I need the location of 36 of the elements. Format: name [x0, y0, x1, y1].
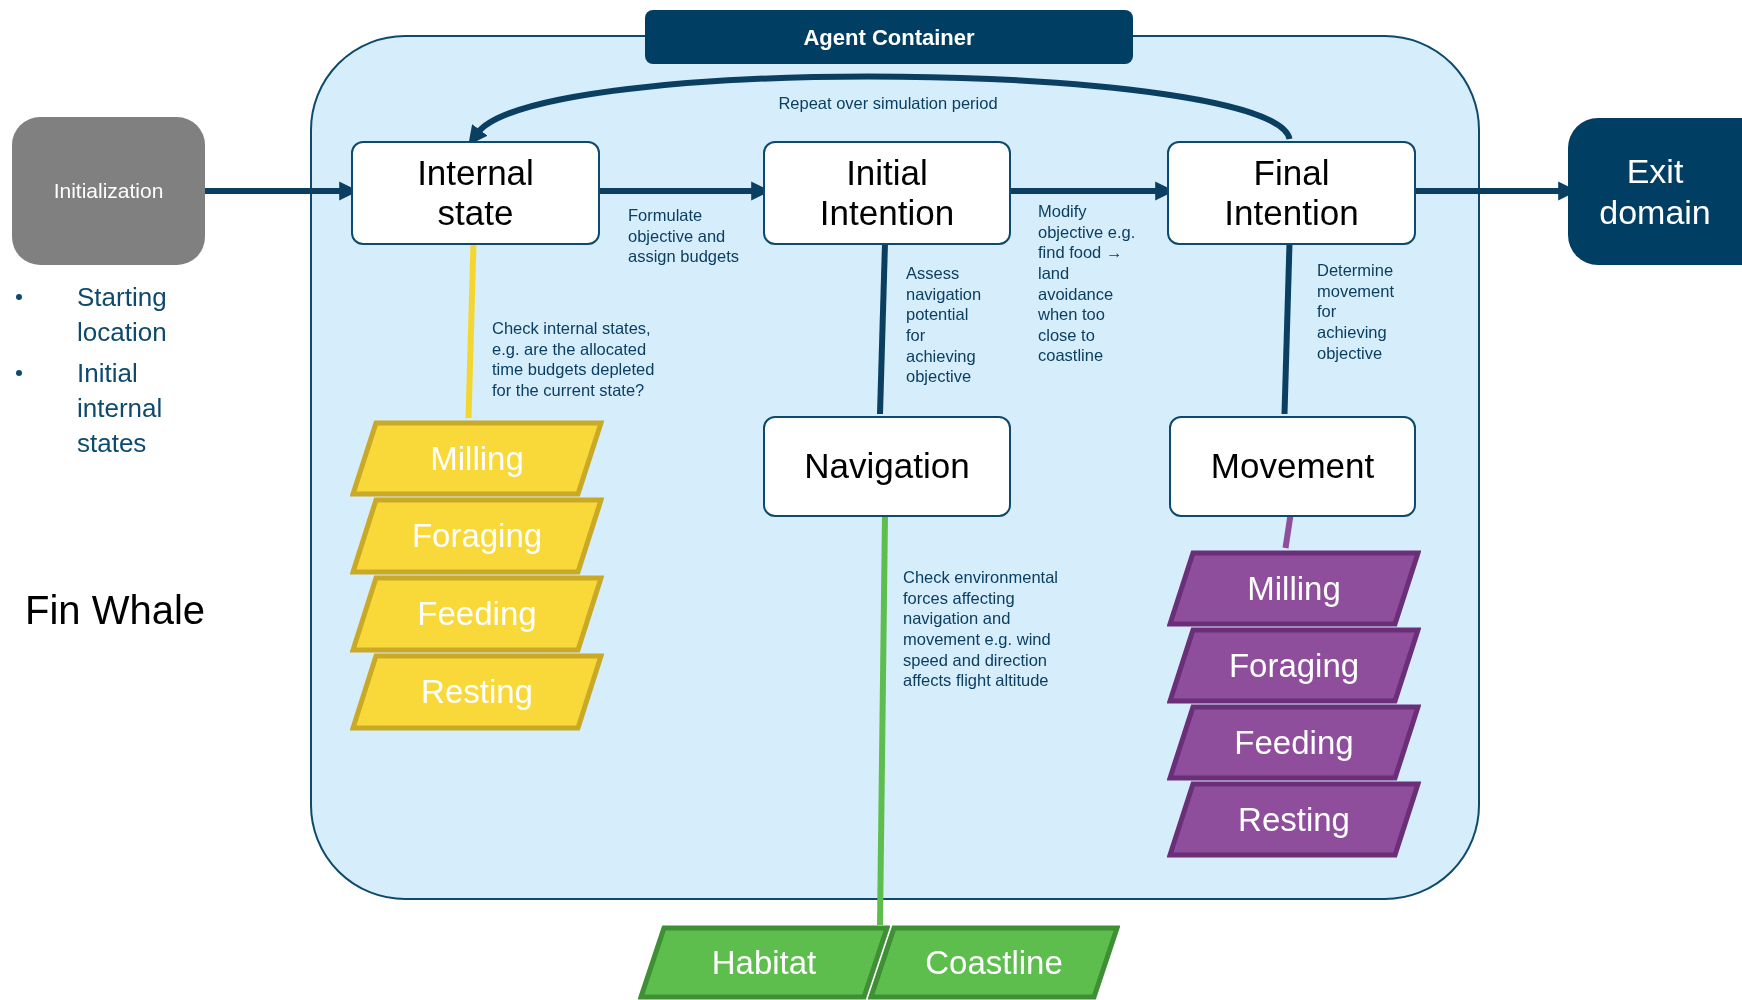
state-parallelogram [1167, 781, 1421, 858]
process-box: Internal state [351, 141, 600, 245]
state-parallelogram [868, 925, 1120, 1000]
process-box: Movement [1169, 416, 1416, 517]
state-parallelogram [350, 497, 604, 575]
process-box: Navigation [763, 416, 1011, 517]
state-label: Foraging [1228, 645, 1360, 686]
bullet-text: Starting location [77, 281, 168, 350]
state-parallelogram [1167, 550, 1421, 627]
end-box: Exit domain [1568, 118, 1742, 265]
bullet-text: Initial internal states [77, 357, 164, 461]
connector-line [465, 242, 477, 419]
connector-line [1281, 242, 1293, 415]
state-label: Foraging [411, 516, 543, 557]
state-label: Feeding [417, 594, 537, 635]
connector-line [877, 242, 888, 415]
state-parallelogram [1167, 627, 1421, 704]
process-box: Initial Intention [763, 141, 1011, 245]
state-label: Resting [1238, 799, 1350, 840]
process-box: Final Intention [1167, 141, 1416, 245]
state-parallelogram [350, 420, 604, 497]
state-parallelogram [350, 653, 604, 731]
species-label: Fin Whale [25, 587, 206, 634]
state-parallelogram [1167, 704, 1421, 781]
state-label: Milling [430, 438, 524, 479]
state-parallelogram [638, 925, 890, 1000]
state-label: Milling [1247, 568, 1341, 609]
start-box: Initialization [12, 117, 205, 265]
state-label: Coastline [925, 942, 1063, 983]
title-tab: Agent Container [645, 10, 1133, 64]
state-label: Resting [421, 672, 533, 713]
connector-line [877, 514, 888, 926]
connector-line [1282, 514, 1294, 549]
state-label: Feeding [1234, 722, 1354, 763]
state-parallelogram [350, 575, 604, 653]
state-label: Habitat [711, 942, 817, 983]
